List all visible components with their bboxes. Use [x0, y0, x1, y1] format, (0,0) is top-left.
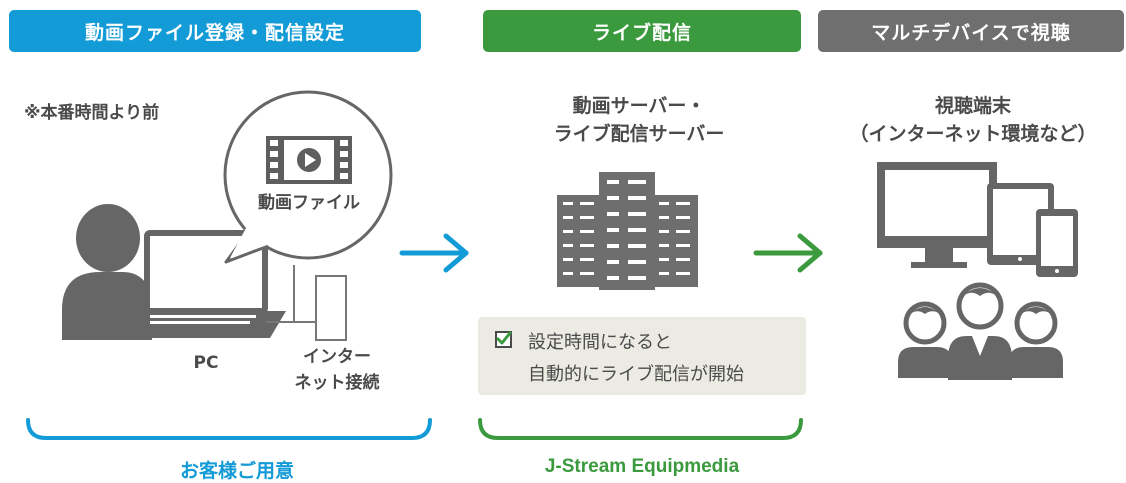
before-airtime-note: ※本番時間より前 [24, 103, 160, 123]
viewing-title-line1: 視聴端末 [934, 95, 1011, 117]
internet-connection-icon [266, 265, 347, 341]
viewing-header: マルチデバイスで視聴 [818, 10, 1124, 52]
auto-start-note-line2: 自動的にライブ配信が開始 [528, 364, 744, 385]
arrow-right-green-icon [753, 233, 823, 273]
internet-label-line2: ネット接続 [294, 373, 380, 393]
customer-provided-label: お客様ご用意 [179, 460, 294, 482]
person-icon [62, 204, 152, 340]
server-title-line1: 動画サーバー・ [572, 95, 706, 117]
server-rack-icon [557, 172, 698, 290]
live-header: ライブ配信 [483, 10, 801, 52]
viewing-title-line2: （インターネット環境など） [849, 123, 1097, 145]
equipmedia-bracket [478, 418, 803, 440]
equipmedia-label: J-Stream Equipmedia [544, 456, 740, 477]
internet-label-line1: インター [303, 347, 371, 367]
customer-bracket [26, 418, 432, 440]
video-file-icon [266, 136, 352, 184]
auto-start-note-line1: 設定時間になると [528, 332, 672, 353]
monitor-icon [877, 162, 997, 268]
video-file-label: 動画ファイル [258, 193, 360, 213]
smartphone-icon [1036, 209, 1078, 277]
internet-label: インター ネット接続 [272, 344, 402, 396]
viewing-device-title: 視聴端末 （インターネット環境など） [838, 92, 1108, 148]
arrow-right-blue-icon [399, 233, 469, 273]
server-title: 動画サーバー・ ライブ配信サーバー [504, 92, 774, 148]
auto-start-note-box [478, 317, 806, 395]
checkbox-icon [495, 331, 512, 348]
audience-icon [898, 282, 1063, 380]
upload-header: 動画ファイル登録・配信設定 [9, 10, 421, 52]
server-title-line2: ライブ配信サーバー [553, 123, 725, 145]
pc-label: PC [193, 353, 219, 373]
